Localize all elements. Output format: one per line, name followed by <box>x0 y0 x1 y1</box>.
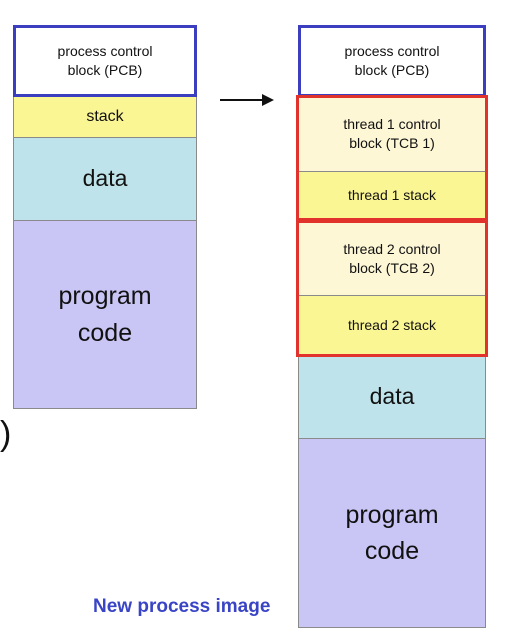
tcb2-label: thread 2 control block (TCB 2) <box>343 240 441 276</box>
new-process-image-caption: New process image <box>93 596 270 618</box>
partial-paren: ) <box>0 415 11 454</box>
left-code-block: program code <box>13 221 197 409</box>
thread1-stack-block: thread 1 stack <box>298 172 486 219</box>
left-pcb-block: process control block (PCB) <box>13 25 197 97</box>
thread1-stack-label: thread 1 stack <box>348 186 436 203</box>
tcb1-block: thread 1 control block (TCB 1) <box>298 97 486 172</box>
caption-text: New process image <box>93 596 271 617</box>
right-data-label: data <box>369 382 415 409</box>
right-pcb-label: process control block (PCB) <box>344 43 440 78</box>
transform-arrow-icon <box>220 94 274 106</box>
thread2-stack-block: thread 2 stack <box>298 296 486 355</box>
right-data-block: data <box>298 355 486 439</box>
left-stack-label: stack <box>86 108 124 126</box>
tcb2-block: thread 2 control block (TCB 2) <box>298 222 486 296</box>
left-stack-block: stack <box>13 97 197 138</box>
right-pcb-block: process control block (PCB) <box>298 25 486 97</box>
left-data-block: data <box>13 138 197 221</box>
right-code-label: program code <box>345 500 439 565</box>
left-data-label: data <box>82 165 128 192</box>
tcb1-label: thread 1 control block (TCB 1) <box>343 116 441 151</box>
right-code-block: program code <box>298 439 486 628</box>
partial-paren-char: ) <box>0 415 12 453</box>
thread2-stack-label: thread 2 stack <box>348 316 436 333</box>
left-code-label: program code <box>58 282 152 347</box>
left-pcb-label: process control block (PCB) <box>57 43 153 78</box>
